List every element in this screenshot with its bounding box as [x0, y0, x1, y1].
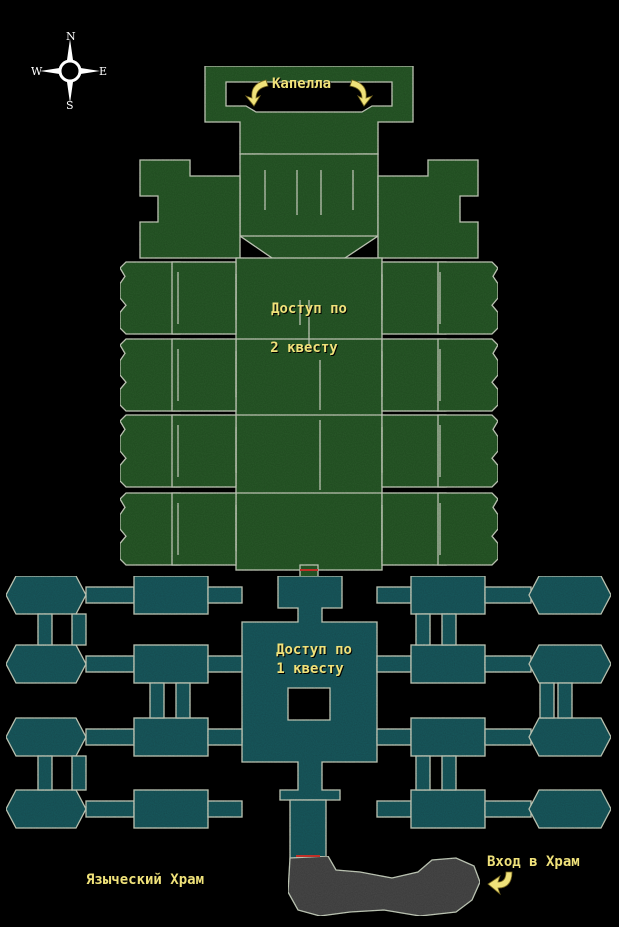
green-room-w-inner — [171, 414, 237, 488]
green-room-e-outer — [437, 261, 499, 335]
teal-vertical-link — [149, 682, 165, 719]
teal-vertical-link — [441, 755, 457, 791]
teal-room-w-inner — [133, 644, 209, 684]
teal-room-w-outer — [5, 644, 87, 684]
green-room-e-outer — [437, 414, 499, 488]
teal-room-e-inner — [410, 789, 486, 829]
east-wing — [377, 159, 479, 259]
chapel-label: Капелла — [272, 76, 332, 92]
teal-vertical-link — [71, 613, 87, 646]
teal-vertical-link — [441, 613, 457, 646]
teal-room-w-outer — [5, 575, 87, 615]
arrow-right-icon — [349, 79, 374, 107]
teal-link — [85, 800, 135, 818]
teal-room-grid — [5, 575, 612, 829]
teal-room-w-inner — [133, 717, 209, 757]
entrance-arrow-icon — [487, 871, 513, 896]
teal-room-w-inner — [133, 575, 209, 615]
compass-s: S — [66, 99, 74, 112]
compass-n: N — [66, 30, 76, 43]
green-room-w-outer — [119, 414, 181, 488]
teal-link — [207, 655, 243, 673]
green-room-e-inner — [381, 261, 447, 335]
green-room-w-outer — [119, 492, 181, 566]
compass-rose-icon — [40, 39, 100, 103]
teal-link — [484, 728, 532, 746]
upper-temple-zone — [119, 65, 499, 581]
teal-link — [207, 728, 243, 746]
teal-room-e-inner — [410, 575, 486, 615]
teal-link — [484, 800, 532, 818]
teal-link — [376, 586, 412, 604]
teal-room-e-outer — [528, 644, 612, 684]
teal-link — [85, 655, 135, 673]
entrance-label: Вход в Храм — [487, 854, 580, 870]
teal-room-e-inner — [410, 644, 486, 684]
green-room-e-inner — [381, 338, 447, 412]
quest2-label-line1: Доступ по — [271, 301, 347, 317]
chapel-arrows — [244, 79, 374, 107]
green-room-w-outer — [119, 261, 181, 335]
map-title: Языческий Храм — [86, 872, 205, 888]
teal-room-e-outer — [528, 575, 612, 615]
teal-link — [207, 586, 243, 604]
teal-link — [484, 655, 532, 673]
teal-room-e-inner — [410, 717, 486, 757]
teal-link — [484, 586, 532, 604]
teal-vertical-link — [539, 682, 555, 719]
teal-room-w-outer — [5, 789, 87, 829]
quest1-hub — [241, 575, 378, 801]
teal-vertical-link — [175, 682, 191, 719]
teal-link — [376, 655, 412, 673]
green-inner-walls — [236, 170, 382, 494]
teal-vertical-link — [557, 682, 573, 719]
teal-room-w-outer — [5, 717, 87, 757]
teal-room-w-inner — [133, 789, 209, 829]
green-room-e-outer — [437, 338, 499, 412]
quest2-label-line2: 2 квесту — [270, 340, 338, 356]
green-room-w-outer — [119, 338, 181, 412]
teal-room-e-outer — [528, 789, 612, 829]
west-wing — [139, 159, 241, 259]
teal-link — [85, 728, 135, 746]
green-room-e-outer — [437, 492, 499, 566]
green-room-w-inner — [171, 261, 237, 335]
entrance-cave — [287, 855, 481, 917]
quest1-label-line2: 1 квесту — [276, 661, 344, 677]
arrow-left-icon — [244, 79, 269, 107]
teal-vertical-link — [37, 755, 53, 791]
teal-vertical-link — [415, 613, 431, 646]
teal-vertical-link — [37, 613, 53, 646]
compass-e: E — [99, 65, 108, 78]
teal-link — [207, 800, 243, 818]
teal-link — [376, 728, 412, 746]
teal-vertical-link — [415, 755, 431, 791]
south-corridor — [289, 799, 327, 861]
compass-w: W — [31, 65, 43, 78]
green-room-w-inner — [171, 338, 237, 412]
teal-link — [85, 586, 135, 604]
green-room-e-inner — [381, 492, 447, 566]
teal-room-e-outer — [528, 717, 612, 757]
lower-temple-zone — [5, 575, 612, 861]
green-room-e-inner — [381, 414, 447, 488]
teal-vertical-link — [71, 755, 87, 791]
teal-link — [376, 800, 412, 818]
green-room-w-inner — [171, 492, 237, 566]
green-room-grid — [119, 261, 499, 566]
quest1-label-line1: Доступ по — [276, 642, 352, 658]
